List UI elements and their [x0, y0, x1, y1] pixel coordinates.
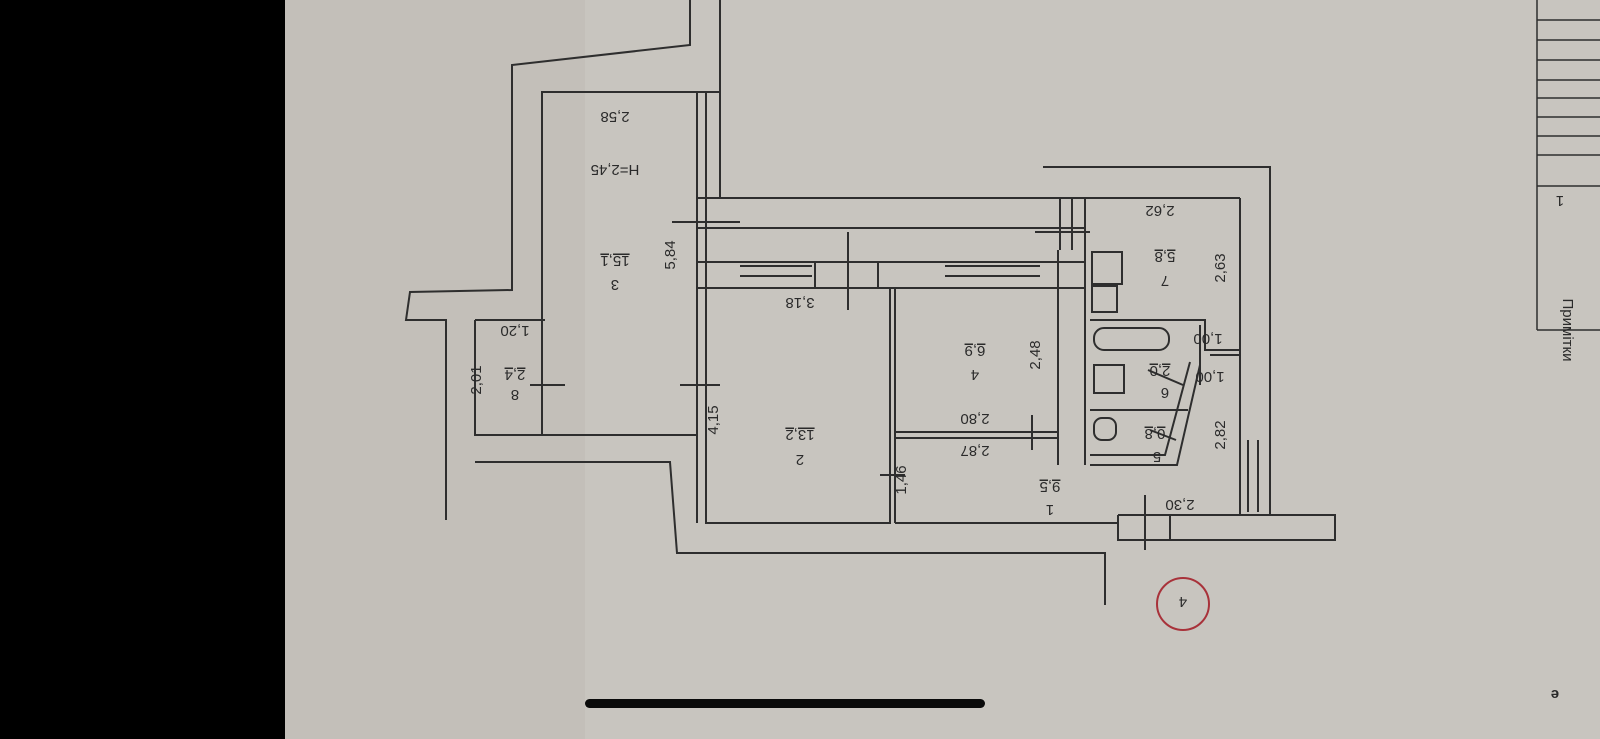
- room-1-number: 1: [1046, 501, 1054, 518]
- ceiling-height: H=2,45: [591, 161, 640, 178]
- room-8-length: 2,01: [468, 365, 485, 394]
- room-7-width: 2,62: [1145, 202, 1174, 219]
- room-3-width: 2,58: [600, 108, 629, 125]
- room-2-width: 3,18: [785, 294, 814, 311]
- room-1-depth: 1,46: [893, 465, 910, 494]
- apartment-number: 4: [1179, 593, 1187, 610]
- apartment-number-stamp: 4: [1156, 577, 1210, 631]
- room-4-length: 2,48: [1027, 340, 1044, 369]
- room-1-area: 9,5: [1040, 478, 1061, 495]
- side-table-corner: e: [1551, 686, 1559, 703]
- hall-length: 2,82: [1212, 420, 1229, 449]
- room-3-area: 15,1: [600, 252, 629, 269]
- side-table-row-number: 1: [1556, 192, 1564, 209]
- room-4-width: 2,80: [960, 410, 989, 427]
- black-border: [0, 0, 285, 739]
- room-8-area: 2,4: [505, 366, 526, 383]
- room-7-length: 2,63: [1212, 253, 1229, 282]
- room-7-area: 5,8: [1155, 248, 1176, 265]
- side-table: [1536, 0, 1600, 331]
- room-5-number: 5: [1153, 448, 1161, 465]
- room-3-number: 3: [611, 276, 619, 293]
- room-4-number: 4: [971, 366, 979, 383]
- room-2-number: 2: [796, 451, 804, 468]
- room-5-area: 0,8: [1145, 425, 1166, 442]
- room-3-length: 5,84: [662, 240, 679, 269]
- room-6-area: 2,0: [1150, 362, 1171, 379]
- room-7-number: 7: [1161, 272, 1169, 289]
- room-8-width: 1,20: [500, 322, 529, 339]
- room-6-dim-a: 1,00: [1193, 330, 1222, 347]
- room-1-width: 2,87: [960, 442, 989, 459]
- room-6-number: 6: [1161, 384, 1169, 401]
- side-table-header: Примітки: [1559, 299, 1576, 362]
- room-1-entry: 2,30: [1165, 496, 1194, 513]
- room-6-dim-b: 1,00: [1195, 368, 1224, 385]
- walls: [404, 0, 1336, 605]
- room-4-area: 6,9: [965, 342, 986, 359]
- room-labels: 3 15,1 8 2,4 2 13,2 4 6,9 1 9,5 7 5,8 6 …: [505, 248, 1176, 518]
- dimension-labels: 2,58 H=2,45 5,84 1,20 2,01 3,18 4,15 2,4…: [468, 108, 1229, 513]
- room-2-area: 13,2: [785, 426, 814, 443]
- room-8-number: 8: [511, 386, 519, 403]
- room-2-length: 4,15: [705, 405, 722, 434]
- home-indicator[interactable]: [585, 699, 985, 708]
